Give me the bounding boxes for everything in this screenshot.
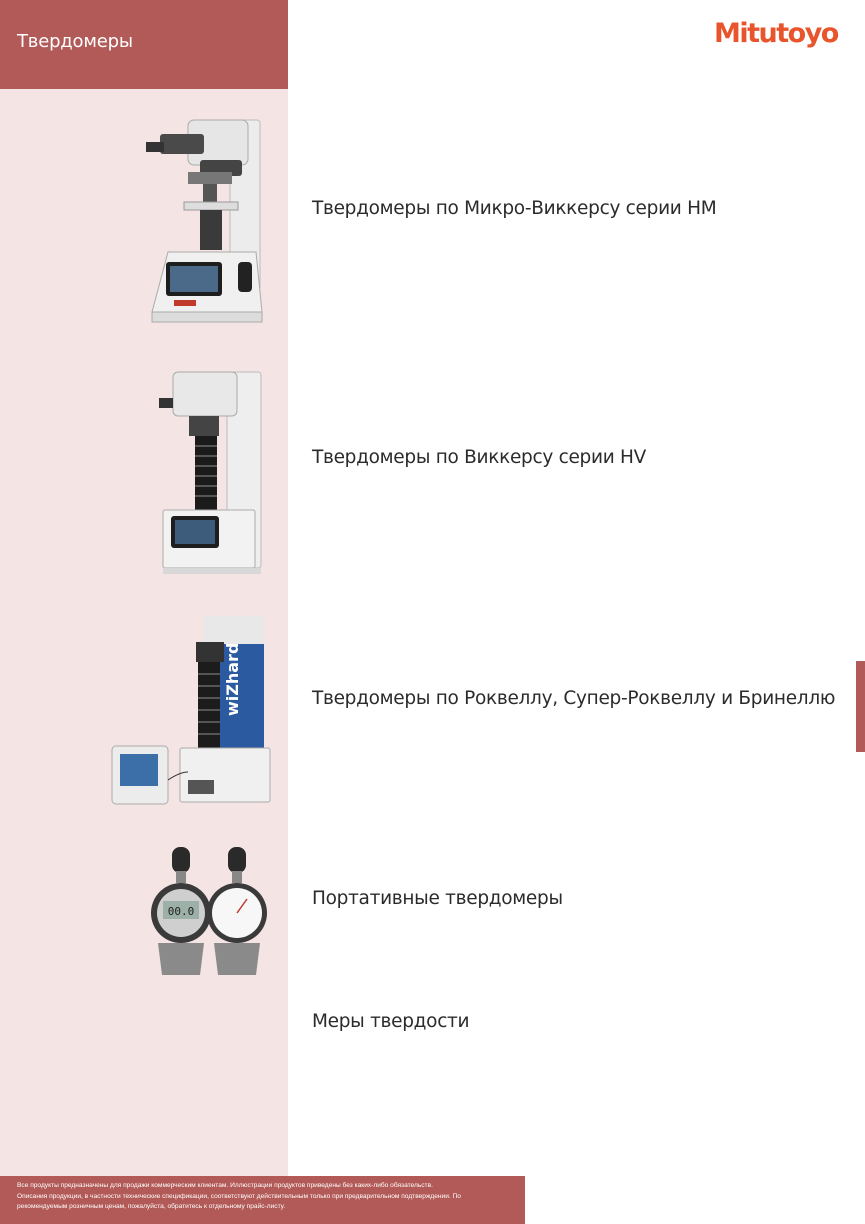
item-hardness-blocks[interactable]: Меры твердости [312, 1011, 470, 1032]
mitutoyo-logo: Mitutoyo [714, 18, 839, 49]
header-bar: Твердомеры [0, 0, 288, 89]
footer-line: рекомендуемым розничным ценам, пожалуйст… [17, 1203, 286, 1210]
footer-line: Описания продукции, в частности техничес… [17, 1192, 461, 1200]
item-rockwell-brinell[interactable]: Твердомеры по Роквеллу, Супер-Роквеллу и… [312, 688, 836, 709]
section-side-tab [856, 661, 865, 752]
footer-line: Все продукты предназначены для продажи к… [17, 1182, 433, 1189]
portable-testers-image: 00.0 [150, 845, 270, 981]
digital-readout: 00.0 [168, 905, 195, 918]
item-micro-vickers-hm[interactable]: Твердомеры по Микро-Виккерсу серии HM [312, 198, 717, 219]
item-vickers-hv[interactable]: Твердомеры по Виккерсу серии HV [312, 447, 646, 468]
micro-vickers-hm-image [138, 112, 272, 327]
wizhard-label: wiZhard [223, 643, 242, 716]
item-portable-testers[interactable]: Портативные твердомеры [312, 888, 563, 909]
rockwell-wizhard-image: wiZhard [110, 612, 272, 814]
vickers-hv-image [155, 368, 267, 576]
footer-disclaimer: Все продукты предназначены для продажи к… [0, 1176, 525, 1224]
page-title: Твердомеры [17, 31, 133, 52]
